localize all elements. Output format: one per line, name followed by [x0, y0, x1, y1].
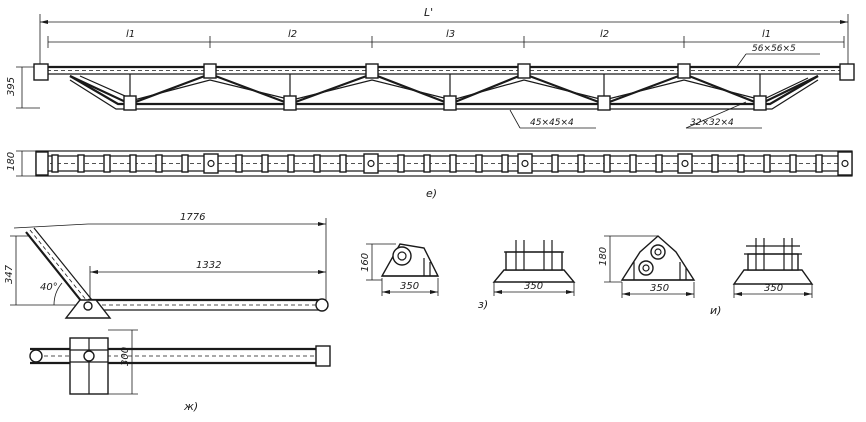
gusset-plates: [123, 63, 767, 111]
plan-slats: [51, 154, 823, 173]
top-chord-label: 56×56×5: [752, 44, 796, 54]
strut-figure-label: ж): [183, 400, 198, 413]
truss-plan: 180: [6, 150, 853, 200]
panel-label-2: l2: [288, 29, 297, 40]
strut-pivot: [83, 301, 93, 311]
bearing-z-width-front: 350: [400, 281, 419, 292]
bearing-z-side: 350: [492, 240, 576, 296]
panel-label-5: l1: [762, 29, 771, 40]
strut-length-inner: 1332: [196, 260, 221, 271]
strut-length-total: 1776: [180, 212, 205, 223]
diagonal-label: 32×32×4: [690, 118, 734, 128]
plan-width-label: 180: [6, 152, 17, 171]
bearing-z-width-side: 350: [524, 281, 543, 292]
bottom-chord-label: 45×45×4: [530, 118, 574, 128]
bearing-i-width-front: 350: [650, 283, 669, 294]
bearing-i-side: 350: [732, 238, 814, 298]
panel-label-1: l1: [126, 29, 135, 40]
strut-elevation: 1776 1332 347 40°: [4, 212, 329, 319]
plan-joints: [35, 151, 853, 176]
strut-rise: 347: [4, 264, 15, 284]
bearing-z-figure-label: з): [478, 298, 488, 311]
bearing-z-height: 160: [360, 253, 371, 272]
truss-elevation: L' l1 l2 l3 l2 l1 395: [6, 6, 855, 129]
bearing-z-front: 160 350: [360, 243, 440, 296]
strut-plan-width: 300: [120, 347, 131, 366]
bearing-i-width-side: 350: [764, 283, 783, 294]
bearing-i-front: 180 350: [598, 235, 696, 298]
truss-figure-label: е): [426, 187, 437, 200]
overall-length-label: L': [424, 6, 433, 19]
panel-label-4: l2: [600, 29, 609, 40]
bearing-i-figure-label: и): [710, 304, 721, 317]
panel-label-3: l3: [446, 29, 455, 40]
bearing-i-height: 180: [598, 247, 609, 266]
strut-end-eye: [315, 298, 329, 312]
strut-plan: 300 ж): [29, 329, 331, 413]
truss-height-label: 395: [6, 77, 17, 96]
panel-ticks: [47, 36, 845, 48]
strut-angle: 40°: [40, 282, 58, 293]
